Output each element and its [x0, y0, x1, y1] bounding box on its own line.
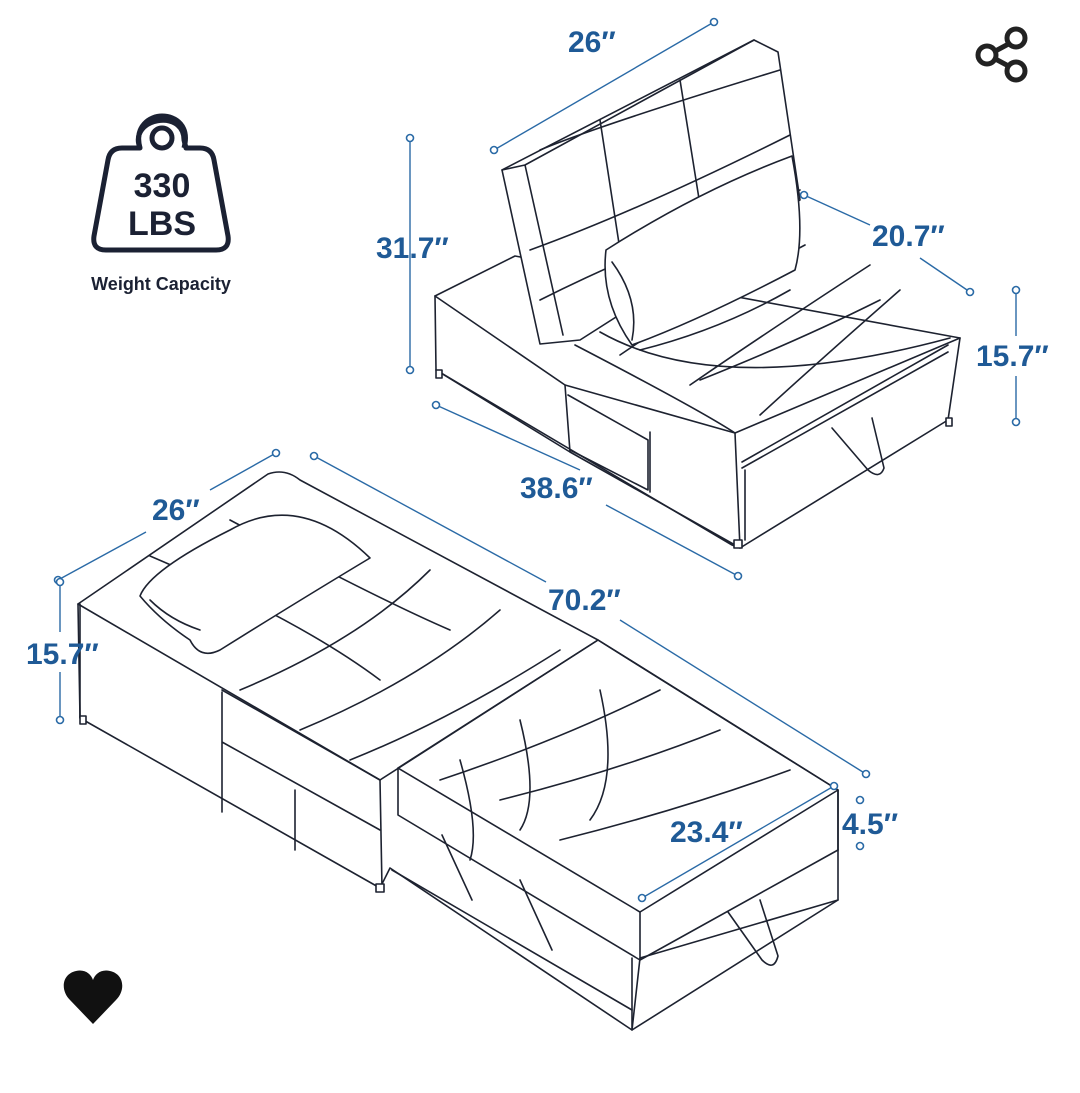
bed-length-label: 70.2″ — [548, 584, 621, 617]
weight-value: 330 — [134, 167, 191, 205]
weight-badge: 330 LBS Weight Capacity — [91, 113, 231, 294]
chair-length-label: 38.6″ — [520, 472, 593, 505]
weight-icon — [91, 113, 231, 253]
heart-icon — [63, 970, 123, 1024]
chair-seat-height-label: 15.7″ — [976, 340, 1049, 373]
chair-width-label: 26″ — [568, 26, 616, 59]
bed-width-label: 26″ — [152, 494, 200, 527]
ottoman-depth-label: 23.4″ — [670, 816, 743, 849]
weight-unit: LBS — [128, 205, 196, 243]
chair-height-label: 31.7″ — [376, 232, 449, 265]
weight-caption: Weight Capacity — [91, 274, 231, 294]
chair-depth-label: 20.7″ — [872, 220, 945, 253]
sofa-bed-illustration — [77, 471, 839, 1031]
share-icon — [975, 26, 1028, 83]
favorite-button[interactable] — [63, 970, 123, 1024]
dimension-lines — [53, 17, 1021, 903]
ottoman-thickness-label: 4.5″ — [842, 808, 898, 841]
share-button[interactable] — [975, 26, 1028, 83]
dimension-labels: 26″ 31.7″ 20.7″ 15.7″ 38.6″ 26″ 70.2″ 15… — [26, 26, 1049, 849]
bed-height-label: 15.7″ — [26, 638, 99, 671]
chair-illustration — [434, 39, 961, 549]
